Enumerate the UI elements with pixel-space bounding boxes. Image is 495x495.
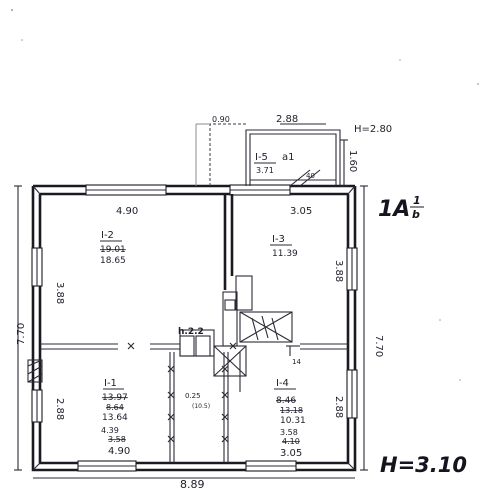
dim-left-upper: 3.88 — [54, 282, 65, 304]
sheet-fraction-bottom: b — [412, 208, 420, 221]
sheet-label: 1A — [378, 197, 410, 222]
dim-annex-side: 1.60 — [347, 150, 358, 172]
dim-bottom: 8.89 — [180, 478, 205, 491]
room-1-1-number: I-1 — [104, 378, 117, 389]
annex-height-label: H=2.80 — [354, 124, 392, 135]
hall-note-b: (10.5) — [192, 403, 210, 410]
windows — [31, 184, 358, 472]
room-1-1-area: 13.64 — [102, 413, 128, 423]
door-marks — [127, 342, 237, 443]
room-1-4-sub-a: 3.58 — [280, 428, 298, 437]
dim-right-upper: 3.88 — [333, 260, 344, 282]
room-1-5-area: 3.71 — [256, 166, 274, 175]
room-1-4-area-struck: 8.46 — [276, 396, 296, 406]
room-1-4-sub-b: 3.05 — [280, 448, 302, 459]
interior-walls — [40, 194, 348, 463]
dim-annex-width: 2.88 — [276, 114, 298, 125]
stove-label: h.2.2 — [178, 327, 204, 337]
room-1-1-sub-b: 4.90 — [108, 446, 130, 457]
hall-note-a: 0.25 — [185, 392, 201, 400]
room-1-5-suffix: a1 — [282, 152, 295, 163]
dim-annex-note: 40 — [306, 172, 315, 180]
dim-top-right: 3.05 — [290, 206, 312, 217]
labels: 1A 1 b H=3.10 H=2.80 4.90 3.05 7.70 7.70… — [16, 114, 467, 491]
room-1-1-area-struck-2: 8.64 — [106, 403, 124, 412]
scan-specks — [11, 9, 479, 381]
room-1-4-area: 10.31 — [280, 416, 306, 426]
dim-top-left: 4.90 — [116, 206, 138, 217]
room-1-3-area: 11.39 — [272, 249, 298, 259]
dim-left-outer: 7.70 — [16, 323, 27, 345]
sheet-fraction-top: 1 — [413, 194, 421, 207]
room-1-5-number: I-5 — [255, 152, 268, 163]
room-1-2-area-struck: 19.01 — [100, 245, 126, 255]
room-1-1-area-struck: 13.97 — [102, 393, 128, 403]
dim-left-lower: 2.88 — [54, 398, 65, 420]
room-1-1-sub-a: 4.39 — [101, 426, 119, 435]
room-1-3-number: I-3 — [272, 234, 285, 245]
stairs-and-stove — [179, 275, 300, 392]
room-1-4-area-struck-2: 13.18 — [280, 406, 303, 415]
room-1-2-number: I-2 — [101, 230, 114, 241]
room-1-4-number: I-4 — [276, 378, 289, 389]
room-1-4-sub-b-struck: 4.10 — [282, 437, 300, 446]
room-1-1-sub-b-struck: 3.58 — [108, 435, 126, 444]
room-1-2-area: 18.65 — [100, 256, 126, 266]
annex — [195, 123, 348, 187]
dim-right-outer: 7.70 — [373, 335, 384, 357]
mark-14: 14 — [292, 358, 301, 366]
entrance-hatch — [27, 359, 43, 383]
dim-annex-left: 0.90 — [212, 115, 230, 124]
dimension-lines — [14, 185, 368, 479]
main-height-label: H=3.10 — [380, 453, 467, 477]
dim-right-lower: 2.88 — [333, 396, 344, 418]
